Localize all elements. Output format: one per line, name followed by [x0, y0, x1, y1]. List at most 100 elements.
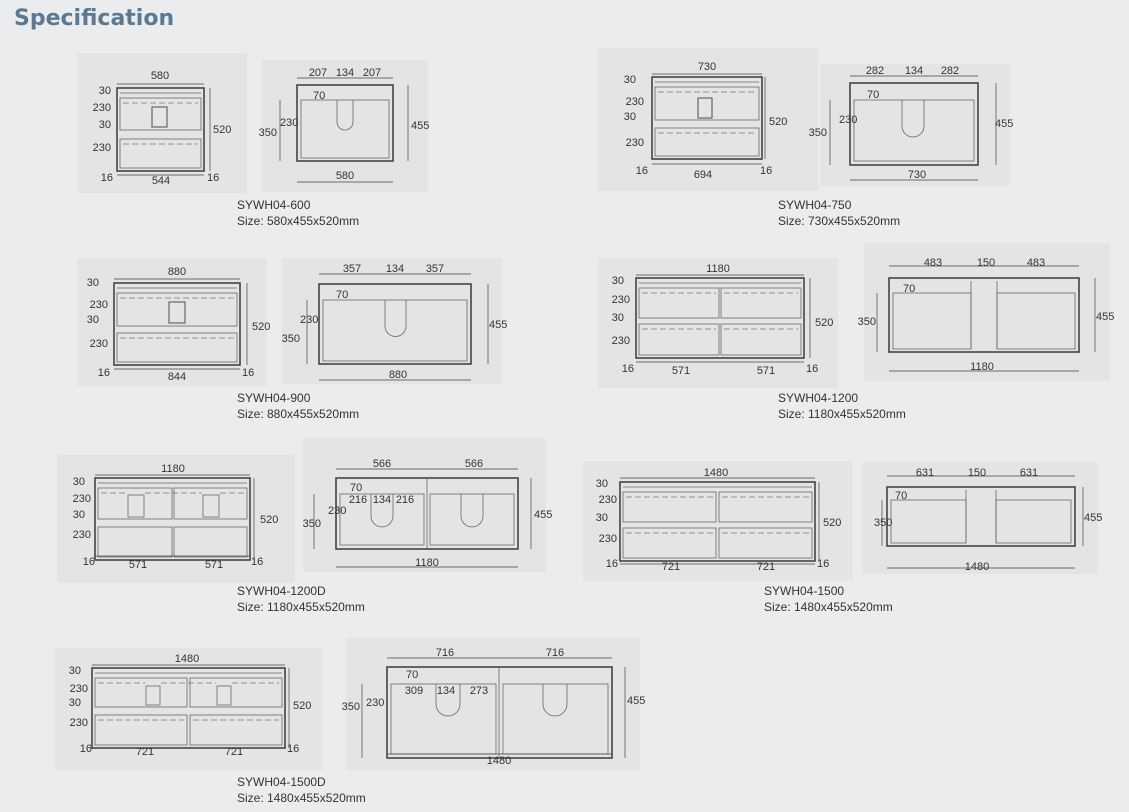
dim-sub-split: 216 [349, 494, 367, 506]
dim-width: 580 [151, 70, 169, 82]
cabinet-outline [127, 494, 145, 518]
cabinet-outline [216, 685, 232, 706]
dim-width: 1480 [175, 653, 199, 665]
top-view-drawing: 566 566 70 216 134 216 350 230 455 1180 [303, 438, 552, 572]
dim-split: 134 [336, 67, 354, 79]
dim-offset: 70 [867, 89, 879, 101]
cabinet-outline [116, 87, 205, 172]
dim-width: 1180 [161, 463, 185, 475]
cabinet-outline [718, 491, 813, 523]
size-text: Size: 1480x455x520mm [237, 791, 366, 805]
cabinet-outline [94, 714, 188, 746]
dim-side-left: 16 [636, 165, 648, 177]
dim-cut-inner: 230 [300, 314, 318, 326]
model-name: SYWH04-600 [237, 198, 311, 212]
dim-drawer2: 230 [612, 335, 630, 347]
cabinet-outline [173, 487, 248, 520]
dim-cut-inner: 230 [280, 117, 298, 129]
product-caption: SYWH04-750 Size: 730x455x520mm [778, 197, 900, 229]
dim-side-right: 16 [287, 743, 299, 755]
dim-offset: 70 [895, 490, 907, 502]
dim-cutout-depth: 350 [259, 127, 277, 139]
dim-side-left: 16 [98, 367, 110, 379]
model-name: SYWH04-1500D [237, 775, 326, 789]
dim-split: 150 [977, 257, 995, 269]
dim-cutout-depth: 350 [303, 518, 321, 530]
model-name: SYWH04-900 [237, 391, 311, 405]
model-name: SYWH04-750 [778, 198, 852, 212]
cabinet-outline [94, 477, 251, 561]
front-view-drawing: 1480 30 230 30 230 520 721 721 16 16 [583, 461, 853, 581]
dim-height: 520 [823, 517, 841, 529]
dim-inner: 571 [757, 365, 775, 377]
cabinet-outline [300, 99, 390, 159]
dim-split: 566 [465, 458, 483, 470]
dim-width: 730 [908, 169, 926, 181]
dim-split: 357 [426, 263, 444, 275]
dim-height: 520 [815, 317, 833, 329]
dim-split: 483 [924, 257, 942, 269]
cabinet-outline [720, 323, 802, 356]
cabinet-outline [849, 82, 979, 166]
dim-split: 357 [343, 263, 361, 275]
top-view-drawing: 207 134 207 70 350 230 455 580 [259, 60, 429, 192]
dim-width: 880 [389, 369, 407, 381]
dim-top: 30 [596, 478, 608, 490]
dim-cut-inner: 230 [366, 697, 384, 709]
front-view-drawing: 880 30 230 30 230 520 844 16 16 [77, 258, 270, 386]
cabinet-outline [651, 76, 763, 160]
cabinet-outline [718, 527, 813, 559]
dim-side-left: 16 [606, 558, 618, 570]
dim-split: 282 [866, 65, 884, 77]
dim-drawer1: 230 [93, 102, 111, 114]
product-caption: SYWH04-600 Size: 580x455x520mm [237, 197, 359, 229]
cabinet-outline [116, 332, 238, 363]
basin-cutout [370, 494, 394, 528]
dim-offset: 70 [406, 669, 418, 681]
dim-rail: 30 [69, 697, 81, 709]
basin-cutout [901, 100, 925, 138]
dim-inner: 721 [757, 561, 775, 573]
dim-cutout-depth: 350 [342, 701, 360, 713]
dim-side-left: 16 [83, 556, 95, 568]
dim-cutout-depth: 350 [858, 316, 876, 328]
basin-cutout [435, 684, 461, 717]
dim-drawer1: 230 [90, 299, 108, 311]
dim-depth: 455 [627, 695, 645, 707]
dim-side-left: 16 [622, 363, 634, 375]
size-text: Size: 730x455x520mm [778, 214, 901, 228]
cabinet-outline [91, 667, 286, 749]
dim-side-left: 16 [101, 172, 113, 184]
dim-inner: 721 [136, 746, 154, 758]
basin-cutout [460, 494, 484, 528]
dim-depth: 455 [1096, 311, 1114, 323]
size-text: Size: 1180x455x520mm [778, 407, 906, 421]
dim-split: 631 [1020, 467, 1038, 479]
top-view-drawing: 716 716 70 309 134 273 350 230 455 1480 [342, 638, 645, 770]
basin-cutout [542, 684, 568, 717]
cabinet-outline [322, 299, 468, 362]
cabinet-outline [890, 499, 967, 544]
cabinet-outline [339, 493, 425, 546]
dim-width: 1480 [704, 467, 728, 479]
dim-split: 134 [905, 65, 923, 77]
cabinet-outline [886, 486, 1076, 547]
dim-split: 716 [436, 647, 454, 659]
product-caption: SYWH04-1200D Size: 1180x455x520mm [237, 583, 365, 615]
front-view-drawing: 1480 30 230 30 230 520 721 721 16 16 [55, 648, 323, 770]
dim-rail: 30 [596, 512, 608, 524]
dim-inner: 544 [152, 175, 170, 187]
front-view-drawing: 730 30 230 30 230 520 694 16 16 [598, 48, 818, 191]
dim-cut-inner: 230 [839, 114, 857, 126]
cabinet-outline [853, 99, 975, 162]
dim-height: 520 [213, 124, 231, 136]
dim-split: 207 [309, 67, 327, 79]
dim-offset: 70 [903, 283, 915, 295]
product-caption: SYWH04-1200 Size: 1180x455x520mm [778, 390, 906, 422]
dim-sub-split: 309 [405, 685, 423, 697]
dim-cut-inner: 230 [328, 505, 346, 517]
dim-inner: 571 [129, 559, 147, 571]
basin-cutout [336, 100, 354, 131]
cabinet-outline [995, 499, 1072, 544]
cabinet-outline [173, 526, 248, 558]
